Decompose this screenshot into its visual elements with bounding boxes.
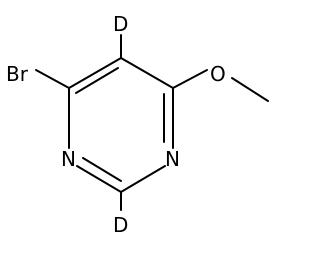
nitrogen-right-label: N [165, 147, 180, 171]
bromine-label: Br [6, 62, 29, 86]
bond-c5-c4 [68, 57, 122, 89]
structure-canvas: D Br O N N D [6, 12, 269, 237]
deuterium-top-label: D [113, 12, 128, 36]
bond-n3-c2-inner [82, 157, 122, 182]
molecule-drawing: D Br O N N D [6, 12, 269, 237]
bond-c6-o [172, 69, 208, 89]
oxygen-label: O [210, 62, 226, 86]
bond-c2-n1 [120, 165, 166, 193]
bond-n3-c2 [76, 165, 122, 193]
bond-o-methyl [231, 77, 269, 102]
nitrogen-left-label: N [61, 147, 76, 171]
bond-c5-c4-inner [75, 67, 119, 94]
deuterium-bottom-label: D [113, 213, 128, 237]
bond-c5-c6 [120, 57, 174, 89]
bond-c4-br [35, 69, 70, 89]
